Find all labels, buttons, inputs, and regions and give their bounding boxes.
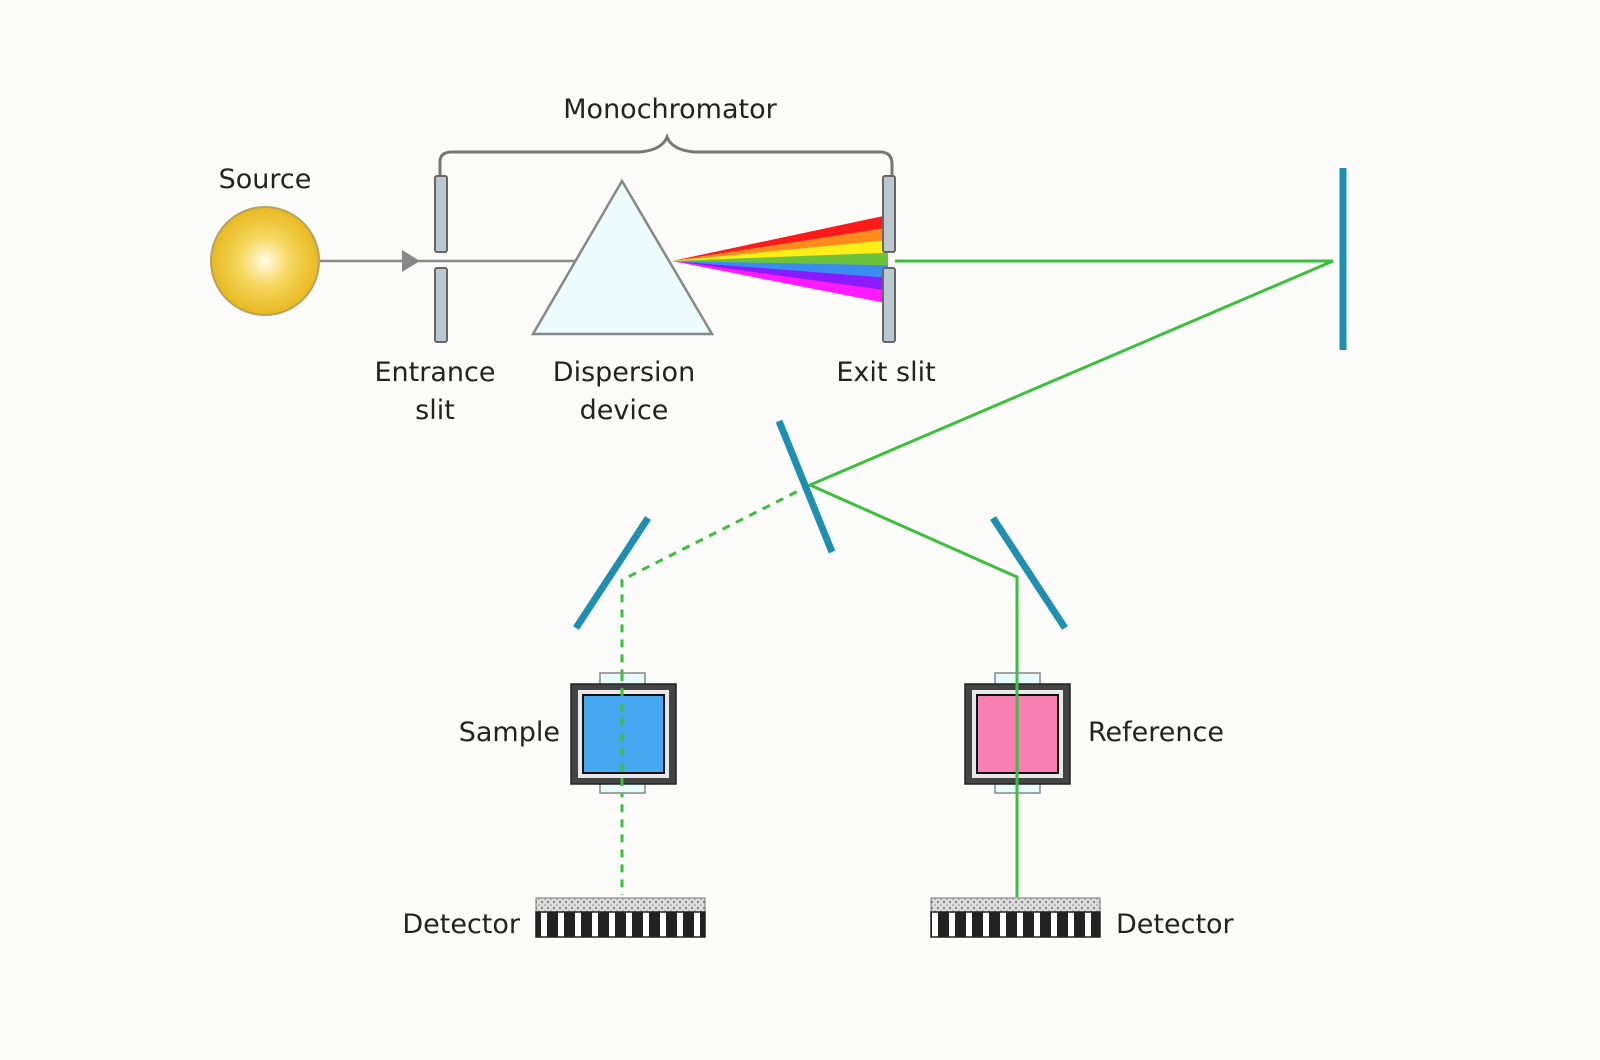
arrow-icon bbox=[402, 250, 420, 272]
spectrum-band bbox=[672, 215, 888, 261]
detector-right-label: Detector bbox=[1116, 909, 1235, 940]
sample-cuvette bbox=[570, 672, 677, 794]
reference-label: Reference bbox=[1088, 717, 1224, 748]
light-source bbox=[210, 206, 320, 316]
sample-label: Sample bbox=[459, 717, 560, 748]
prism bbox=[530, 178, 715, 336]
dispersion-label-2: device bbox=[580, 395, 669, 426]
exit-slit bbox=[882, 175, 896, 343]
mirror-sample bbox=[573, 516, 651, 630]
mirror-reference bbox=[990, 516, 1068, 630]
entrance-slit-label-2: slit bbox=[415, 395, 455, 426]
monochromator-brace bbox=[438, 132, 894, 176]
source-label: Source bbox=[219, 164, 312, 195]
spectrum-band bbox=[672, 240, 888, 261]
beam-splitter bbox=[775, 419, 836, 554]
detector-left bbox=[535, 897, 706, 938]
detector-right bbox=[930, 897, 1101, 938]
monochromatic-beam bbox=[809, 259, 1334, 487]
detector-left-label: Detector bbox=[402, 909, 521, 940]
entrance-slit bbox=[434, 175, 448, 343]
spectrum-band bbox=[672, 252, 888, 266]
reference-cuvette bbox=[964, 672, 1071, 794]
spectrum-band bbox=[672, 261, 888, 304]
entrance-slit-label: Entrance bbox=[375, 357, 496, 388]
exit-slit-label: Exit slit bbox=[836, 357, 935, 388]
spectrum-band bbox=[672, 227, 888, 261]
dispersion-label: Dispersion bbox=[553, 357, 695, 388]
monochromator-label: Monochromator bbox=[563, 94, 777, 125]
spectrum-fan bbox=[672, 215, 888, 304]
